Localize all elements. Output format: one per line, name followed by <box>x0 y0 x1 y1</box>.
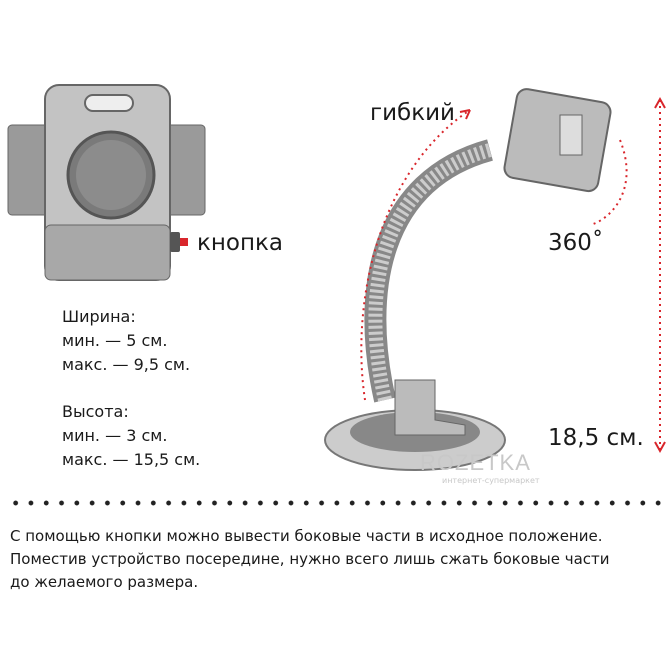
description-line: С помощью кнопки можно вывести боковые ч… <box>10 527 603 545</box>
rotate-arrow-icon <box>589 139 628 226</box>
phone-holder-image <box>7 84 206 281</box>
dotted-divider <box>8 500 663 506</box>
watermark-tagline: интернет-супермаркет <box>442 476 540 485</box>
height-label: 18,5 см. <box>548 425 644 451</box>
rotation-label: 360˚ <box>548 230 604 256</box>
width-min: мин. — 5 см. <box>62 331 168 350</box>
watermark-brand: ROZETKA <box>420 450 531 475</box>
description-line: до желаемого размера. <box>10 573 199 591</box>
description: С помощью кнопки можно вывести боковые ч… <box>10 525 670 594</box>
flexible-label: гибкий <box>370 100 456 126</box>
button-label: кнопка <box>197 230 284 256</box>
watermark-logo: ROZETKA интернет-супермаркет <box>420 450 540 485</box>
height-max: макс. — 15,5 см. <box>62 450 201 469</box>
height-min: мин. — 3 см. <box>62 426 168 445</box>
height-spec: Высота: мин. — 3 см. макс. — 15,5 см. <box>62 400 200 472</box>
gooseneck-mount-image <box>324 88 612 471</box>
description-line: Поместив устройство посередине, нужно вс… <box>10 550 610 568</box>
width-title: Ширина: <box>62 307 136 326</box>
height-title: Высота: <box>62 402 129 421</box>
width-spec: Ширина: мин. — 5 см. макс. — 9,5 см. <box>62 305 190 377</box>
width-max: макс. — 9,5 см. <box>62 355 191 374</box>
